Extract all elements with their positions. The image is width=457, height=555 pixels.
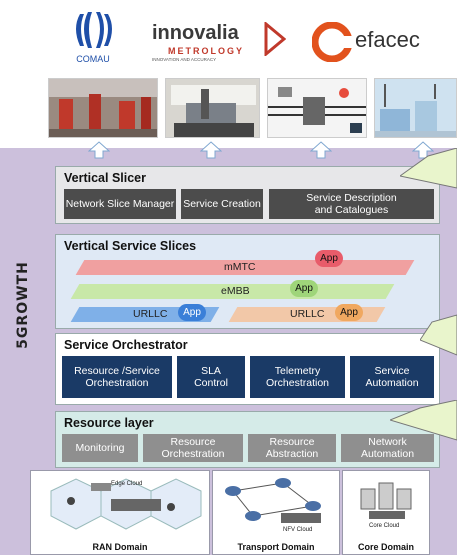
innovalia-tag: INNOVATION AND ACCURACY xyxy=(152,57,217,62)
sla-control-box: SLA Control xyxy=(177,356,245,398)
monitoring-box: Monitoring xyxy=(62,434,138,462)
efacec-logo: efacec xyxy=(312,20,457,64)
innovalia-name: innovalia xyxy=(152,22,239,44)
transport-domain: NFV Cloud Transport Domain xyxy=(212,470,340,555)
app-badge-embb: App xyxy=(290,280,318,297)
5growth-text: 5GROWTH xyxy=(15,261,31,349)
callout-shape xyxy=(420,314,457,356)
network-slice-manager-box: Network Slice Manager xyxy=(64,189,176,219)
service-automation-box: Service Automation xyxy=(350,356,434,398)
nfv-cloud-label: NFV Cloud xyxy=(283,527,313,533)
network-automation-box: Network Automation xyxy=(341,434,434,462)
app-badge-urllc-left: App xyxy=(178,304,206,321)
innovalia-logo: innovalia METROLOGY INNOVATION AND ACCUR… xyxy=(152,22,287,66)
app-badge-urllc-right: App xyxy=(335,304,363,321)
urllc-label-left: URLLC xyxy=(133,308,168,320)
comau-text: COMAU xyxy=(76,54,110,64)
app-badge-mmtc: App xyxy=(315,250,343,267)
ran-domain-label: RAN Domain xyxy=(92,542,148,552)
resource-abstraction-box: Resource Abstraction xyxy=(248,434,336,462)
up-arrow-icon xyxy=(88,141,110,159)
up-arrow-icon xyxy=(200,141,222,159)
edge-cloud-label: Edge Cloud xyxy=(111,481,143,487)
ran-domain: Edge Cloud RAN Domain xyxy=(30,470,210,555)
callout-shape xyxy=(390,400,457,441)
service-description-box: Service Description and Catalogues xyxy=(269,189,434,219)
up-arrow-icon xyxy=(412,141,434,159)
resource-service-orchestration-box: Resource /Service Orchestration xyxy=(62,356,172,398)
urllc-label-right: URLLC xyxy=(290,308,325,320)
comau-logo: COMAU xyxy=(62,8,124,68)
callout-shape xyxy=(400,148,457,189)
smart-grid-photo xyxy=(374,78,457,138)
5growth-label: 5GROWTH xyxy=(6,245,40,365)
service-creation-box: Service Creation xyxy=(181,189,263,219)
vertical-service-slices-title: Vertical Service Slices xyxy=(64,239,197,253)
resource-orchestration-box: Resource Orchestration xyxy=(143,434,243,462)
railway-diagram-photo xyxy=(267,78,367,138)
transport-domain-label: Transport Domain xyxy=(237,542,315,552)
service-orchestrator-layer: Service Orchestrator Resource /Service O… xyxy=(55,333,440,405)
efacec-text: efacec xyxy=(355,27,420,52)
embb-label: eMBB xyxy=(221,285,250,297)
core-domain: Core Cloud Core Domain xyxy=(342,470,430,555)
service-orchestrator-title: Service Orchestrator xyxy=(64,338,188,352)
vertical-slicer-title: Vertical Slicer xyxy=(64,171,147,185)
resource-layer: Resource layer Monitoring Resource Orche… xyxy=(55,411,440,468)
telemetry-orchestration-box: Telemetry Orchestration xyxy=(250,356,345,398)
vertical-slicer-layer: Vertical Slicer Network Slice Manager Se… xyxy=(55,166,440,224)
innovalia-sub: METROLOGY xyxy=(168,46,244,56)
core-domain-label: Core Domain xyxy=(357,542,414,552)
up-arrow-icon xyxy=(310,141,332,159)
resource-layer-title: Resource layer xyxy=(64,416,154,430)
core-cloud-label: Core Cloud xyxy=(369,523,400,529)
factory-robots-photo xyxy=(48,78,158,138)
mmtc-label: mMTC xyxy=(224,261,256,273)
metrology-lab-photo xyxy=(165,78,260,138)
